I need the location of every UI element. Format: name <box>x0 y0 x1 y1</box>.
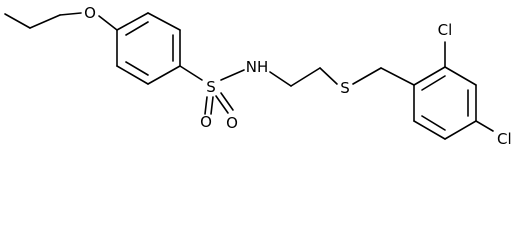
bond-aryl-cl-para <box>475 120 494 132</box>
ring-b-double-1 <box>421 75 446 91</box>
ring-a-bond-2 <box>147 12 181 31</box>
ethoxy-group <box>4 12 118 31</box>
ring-b-bond-4 <box>444 120 477 140</box>
bond-n-ch2 <box>269 71 292 87</box>
ring-b-bond-2 <box>444 66 477 86</box>
ring-a-bond-5 <box>116 65 149 85</box>
chlorine-para-label: Cl <box>497 130 512 148</box>
thioether-sulfur-label: S <box>340 79 350 97</box>
bond-aryl-sulfonyl <box>179 65 203 81</box>
ethylene-linker <box>269 67 338 87</box>
bond-ethyl-ch3 <box>4 13 31 29</box>
chemical-structure-diagram: O S O O NH S <box>4 4 512 148</box>
ring-b-bond-5 <box>413 120 446 140</box>
chlorine-ortho-label: Cl <box>438 21 453 39</box>
ring-a-bond-4 <box>147 65 181 85</box>
bond-s-n <box>220 69 245 81</box>
ring-a-double-1 <box>125 21 149 36</box>
bond-s-benzyl <box>352 67 382 85</box>
bond-o-aryl <box>98 15 118 31</box>
bond-s-o-double-1b <box>210 96 214 115</box>
bond-ch2-o <box>59 12 82 16</box>
ring-a-bond-1 <box>116 12 149 31</box>
ring-a-double-3 <box>125 61 149 76</box>
ether-oxygen-label: O <box>84 4 96 22</box>
bond-ch2-ch2 <box>290 67 321 87</box>
benzene-ring-dichlorophenyl <box>413 66 477 140</box>
bond-s-o-double-2a <box>215 95 229 114</box>
sulfonyl-sulfur-label: S <box>206 78 216 96</box>
amine-nh-label: NH <box>246 58 269 76</box>
sulfonyl-oxygen-1-label: O <box>200 113 212 131</box>
bond-ethyl-ch2 <box>29 14 61 29</box>
ring-b-bond-1 <box>413 66 446 86</box>
bond-ch2-s <box>319 67 338 85</box>
benzene-ring-ethoxyphenyl <box>116 12 181 85</box>
bond-s-o-double-2b <box>220 92 234 111</box>
bond-s-o-double-1a <box>204 96 208 115</box>
sulfonyl-oxygen-2-label: O <box>226 114 238 132</box>
bond-benzyl-aryl <box>380 67 415 86</box>
ring-b-double-3 <box>421 115 446 131</box>
